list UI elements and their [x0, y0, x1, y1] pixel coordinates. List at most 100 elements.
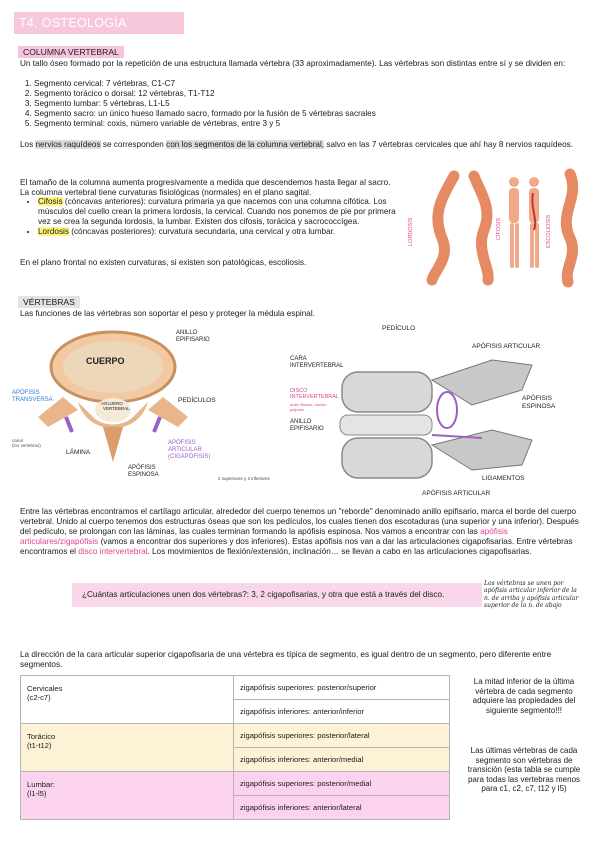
- agujero-label-line: AGUJERO: [101, 401, 123, 406]
- anillo-label: ANILLO EPIFISARIO: [290, 419, 324, 432]
- transition-note-2: Las últimas vértebras de cada segmento s…: [467, 746, 581, 794]
- pediculo-label: PEDÍCULO: [382, 323, 415, 332]
- articular-note: 2 superiores y 2 inferiores: [218, 476, 271, 481]
- canal-line: canal: [12, 438, 23, 443]
- table-cell: zigapófisis inferiores: anterior/inferio…: [233, 699, 450, 724]
- apofisis-espinosa-label: APÓFISIS ESPINOSA: [522, 393, 556, 410]
- canal-line: (los vertebras): [12, 443, 41, 448]
- apofisis-espinosa-label: APÓFISIS ESPINOSA: [128, 464, 159, 478]
- disco-line: INTERVERTEBRAL: [290, 394, 339, 400]
- table-row: zigapófisis inferiores: anterior/lateral: [21, 795, 450, 820]
- table-row: Cervicales (c2-c7) zigapófisis superiore…: [20, 675, 450, 724]
- table-cell: zigapófisis superiores: posterior/latera…: [233, 723, 450, 748]
- nerves-text: salvo en las 7 vértebras cervicales que …: [326, 140, 574, 149]
- anillo-label-line: ANILLO: [176, 330, 198, 336]
- zigapofisis-table: Cervicales (c2-c7) zigapófisis superiore…: [20, 675, 450, 820]
- vertebra-lateral-figure: PEDÍCULO APÓFISIS ARTICULAR CARA INTERVE…: [282, 320, 587, 500]
- anillo-line: ANILLO: [290, 419, 312, 425]
- apofisis-espinosa-line: ESPINOSA: [522, 403, 556, 410]
- cuerpo-label: CUERPO: [86, 356, 125, 366]
- canal-label: canal (los vertebras): [12, 438, 41, 448]
- curves-intro: El tamaño de la columna aumenta progresi…: [20, 178, 391, 197]
- cara-label: CARA INTERVERTEBRAL: [290, 356, 344, 369]
- agujero-label: AGUJERO VERTEBRAL: [101, 401, 130, 411]
- segment-name: Torácico: [27, 732, 56, 741]
- nerves-text: se corresponden: [102, 140, 164, 149]
- lordosis-item: Lordosis (cóncavas posteriores): curvatu…: [38, 227, 408, 237]
- curves-list: Cifosis (cóncavas anteriores): curvatura…: [24, 197, 408, 237]
- segment-name: Cervicales: [27, 684, 63, 693]
- table-row: Lumbar: (l1-l5) zigapófisis superiores: …: [20, 771, 450, 820]
- apofisis-articular-line: (CIGAPÓFISIS): [168, 453, 210, 460]
- cifosis-label: CIFOSIS: [496, 218, 502, 240]
- list-item: Segmento terminal: coxis, número variabl…: [34, 119, 594, 129]
- lamina-label: LÁMINA: [66, 447, 91, 456]
- segment-cell: Cervicales (c2-c7): [20, 675, 234, 724]
- vertebras-body: Entre las vértebras encontramos el cartí…: [20, 507, 582, 557]
- disco-label: DISCO INTERVERTEBRAL: [290, 388, 339, 400]
- handwritten-note: Los vértebras se unen por apófisis artic…: [484, 580, 579, 609]
- vertebra-superior-figure: CUERPO AGUJERO VERTEBRAL ANILLO EPIFISAR…: [8, 322, 293, 497]
- table-cell: zigapófisis inferiores: anterior/medial: [233, 747, 450, 772]
- columna-intro: Un tallo óseo formado por la repetición …: [20, 59, 566, 68]
- body-text: Entre las vértebras encontramos el cartí…: [20, 507, 579, 536]
- nerves-highlight: nervios raquídeos: [35, 140, 101, 149]
- spine-illustration: [468, 170, 494, 286]
- cara-line: CARA: [290, 356, 307, 362]
- anillo-label: ANILLO EPIFISARIO: [176, 330, 210, 343]
- anillo-label-line: EPIFISARIO: [176, 337, 210, 343]
- spine-illustration: [426, 170, 460, 286]
- disco-note-line: pulposo: [290, 407, 305, 412]
- section-header-columna: COLUMNA VERTEBRAL: [18, 46, 124, 58]
- cifosis-text: (cóncavas anteriores): curvatura primari…: [38, 197, 396, 226]
- apofisis-transversa-line: TRANSVERSA: [12, 397, 53, 403]
- agujero-label-line: VERTEBRAL: [103, 406, 130, 411]
- apofisis-articulares-term: apófisis articulares/zigapófisis: [20, 527, 508, 546]
- anillo-line: EPIFISARIO: [290, 426, 324, 432]
- vertebra-illustration: [339, 359, 533, 479]
- ligamento-label: LIGAMENTOS: [482, 475, 525, 482]
- table-row: zigapófisis inferiores: anterior/medial: [21, 747, 450, 772]
- escoliosis-label: ESCOLIOSIS: [546, 214, 552, 248]
- body-text: . Los movimientos de flexión/extensión, …: [147, 547, 532, 556]
- nerves-paragraph: Los nervios raquídeos se corresponden co…: [20, 140, 575, 150]
- apofisis-articular-line: APÓFISIS: [168, 439, 196, 446]
- apofisis-espinosa-line: ESPINOSA: [128, 472, 159, 478]
- segment-range: (c2-c7): [27, 693, 51, 703]
- cifosis-item: Cifosis (cóncavas anteriores): curvatura…: [38, 197, 408, 227]
- apofisis-espinosa-line: APÓFISIS: [522, 393, 553, 402]
- list-item: Segmento cervical: 7 vértebras, C1-C7: [34, 79, 594, 89]
- list-item: Segmento lumbar: 5 vértebras, L1-L5: [34, 99, 594, 109]
- apofisis-articular-label: APÓFISIS ARTICULAR: [472, 341, 540, 350]
- page-title: T4. OSTEOLOGÍA TRONCO: [14, 12, 184, 52]
- apofisis-articular-line: ARTICULAR: [168, 447, 203, 453]
- body-text: (vamos a encontrar dos superiores y dos …: [20, 537, 573, 556]
- segment-range: (l1-l5): [27, 789, 47, 799]
- spine-curvature-figure: LORDOSIS CIFOSIS ESCOLIOSIS: [402, 168, 587, 288]
- question-box: ¿Cuántas articulaciones unen dos vértebr…: [72, 583, 482, 607]
- nerves-text: Los: [20, 140, 34, 149]
- frontal-text: En el plano frontal no existen curvatura…: [20, 258, 307, 267]
- apofisis-articular-label: APÓFISIS ARTICULAR: [422, 488, 490, 497]
- segment-direction-intro: La dirección de la cara articular superi…: [20, 650, 552, 669]
- segment-name: Lumbar:: [27, 780, 55, 789]
- vertebra-illustration: [38, 330, 188, 462]
- table-cell: zigapófisis inferiores: anterior/lateral: [233, 795, 450, 820]
- table-cell: zigapófisis superiores: posterior/medial: [233, 771, 450, 796]
- apofisis-transversa-label: APÓFISIS TRANSVERSA: [12, 389, 53, 403]
- disco-line: DISCO: [290, 388, 308, 394]
- pediculos-label: PEDÍCULOS: [178, 395, 216, 404]
- segment-cell: Lumbar: (l1-l5): [20, 771, 234, 820]
- disco-term: disco intervertebral: [78, 547, 148, 556]
- apofisis-espinosa-line: APÓFISIS: [128, 464, 156, 471]
- list-item: Segmento torácico o dorsal: 12 vértebras…: [34, 89, 594, 99]
- lordosis-label: LORDOSIS: [408, 217, 414, 246]
- segments-highlight: con los segmentos de la columna vertebra…: [166, 140, 325, 149]
- table-cell: zigapófisis superiores: posterior/superi…: [233, 675, 450, 700]
- table-row: zigapófisis inferiores: anterior/inferio…: [21, 699, 450, 724]
- cifosis-term: Cifosis: [38, 197, 63, 206]
- segment-range: (t1-t12): [27, 741, 52, 751]
- lordosis-term: Lordosis: [38, 227, 69, 236]
- segment-list: Segmento cervical: 7 vértebras, C1-C7 Se…: [18, 79, 594, 129]
- lordosis-text: (cóncavas posteriores): curvatura secund…: [71, 227, 336, 236]
